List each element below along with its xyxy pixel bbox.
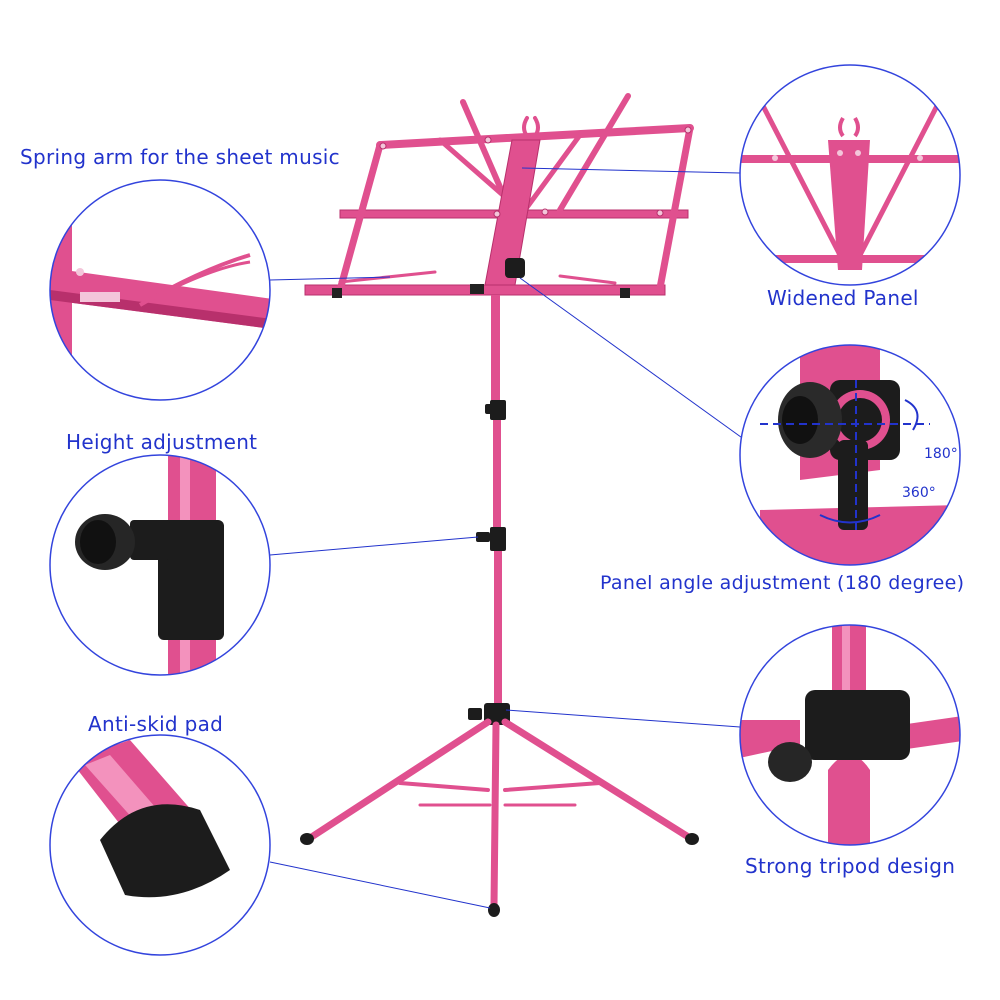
callout-lines: [269, 167, 753, 909]
tripod-legs: [306, 703, 694, 909]
music-stand: [300, 93, 699, 917]
sheet-panel: [304, 93, 694, 298]
label-360-degree: 360°: [902, 485, 936, 501]
detail-panel-angle: [739, 344, 961, 566]
label-height-adjustment: Height adjustment: [66, 430, 258, 454]
detail-spring-arm: [49, 179, 271, 401]
angle-knob: [505, 258, 525, 278]
label-180-degree: 180°: [924, 446, 958, 462]
label-widened-panel: Widened Panel: [767, 286, 919, 310]
rubber-feet: [300, 833, 699, 917]
detail-anti-skid-pad: [49, 734, 271, 956]
label-anti-skid-pad: Anti-skid pad: [88, 712, 224, 736]
label-tripod: Strong tripod design: [745, 854, 956, 878]
label-panel-angle: Panel angle adjustment (180 degree): [600, 572, 965, 594]
shaft: [476, 295, 506, 705]
label-spring-arm: Spring arm for the sheet music: [20, 145, 340, 169]
detail-widened-panel: [739, 64, 961, 286]
detail-height-adjustment: [49, 454, 271, 676]
detail-tripod: [739, 624, 961, 846]
